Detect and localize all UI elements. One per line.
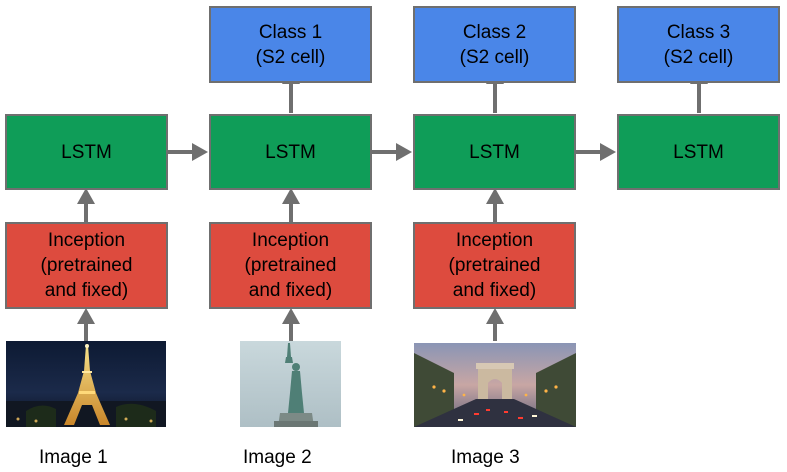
class-box-3-title: Class 3 [666, 21, 731, 43]
arrowhead-inception2 [282, 308, 300, 324]
lstm-box-2-label: LSTM [265, 141, 316, 163]
inception-box-2-line-3: and fixed) [248, 280, 333, 301]
class-box-3: Class 3 (S2 cell) [617, 6, 780, 83]
image-3-label: Image 3 [451, 447, 520, 468]
lstm-box-3-label: LSTM [469, 141, 520, 163]
lstm-box-2: LSTM [209, 114, 372, 190]
inception-box-3: Inception (pretrained and fixed) [413, 222, 576, 309]
inception-box-3-line-2: (pretrained [448, 255, 541, 276]
class-box-2-title: Class 2 [462, 21, 527, 43]
class-box-1-title: Class 1 [258, 21, 323, 43]
inception-box-3-line-3: and fixed) [452, 280, 537, 301]
arrowhead-lstm3-left [396, 143, 412, 161]
image-1-label: Image 1 [39, 447, 108, 468]
inception-box-1-line-1: Inception [47, 230, 126, 251]
arrowhead-lstm3 [486, 188, 504, 204]
class-box-1-subtitle: (S2 cell) [255, 46, 326, 68]
class-box-1: Class 1 (S2 cell) [209, 6, 372, 83]
arrowhead-lstm1 [77, 188, 95, 204]
arc-de-triomphe-image [414, 343, 576, 427]
lstm-box-1-label: LSTM [61, 141, 112, 163]
arrowhead-inception1 [77, 308, 95, 324]
inception-box-1-line-2: (pretrained [40, 255, 133, 276]
image-2-label: Image 2 [243, 447, 312, 468]
lstm-box-3: LSTM [413, 114, 576, 190]
arrowhead-lstm2 [282, 188, 300, 204]
lstm-box-4: LSTM [617, 114, 780, 190]
lstm-box-1: LSTM [5, 114, 168, 190]
class-box-2-subtitle: (S2 cell) [459, 46, 530, 68]
inception-box-2-line-2: (pretrained [244, 255, 337, 276]
arrowhead-lstm2-left [192, 143, 208, 161]
statue-of-liberty-image [240, 341, 341, 427]
class-box-3-subtitle: (S2 cell) [663, 46, 734, 68]
inception-box-2-line-1: Inception [251, 230, 330, 251]
inception-box-2: Inception (pretrained and fixed) [209, 222, 372, 309]
arrowhead-inception3 [486, 308, 504, 324]
eiffel-tower-image [6, 341, 166, 427]
lstm-box-4-label: LSTM [673, 141, 724, 163]
arrowhead-lstm4-left [600, 143, 616, 161]
inception-box-1-line-3: and fixed) [44, 280, 129, 301]
inception-box-1: Inception (pretrained and fixed) [5, 222, 168, 309]
inception-box-3-line-1: Inception [455, 230, 534, 251]
class-box-2: Class 2 (S2 cell) [413, 6, 576, 83]
